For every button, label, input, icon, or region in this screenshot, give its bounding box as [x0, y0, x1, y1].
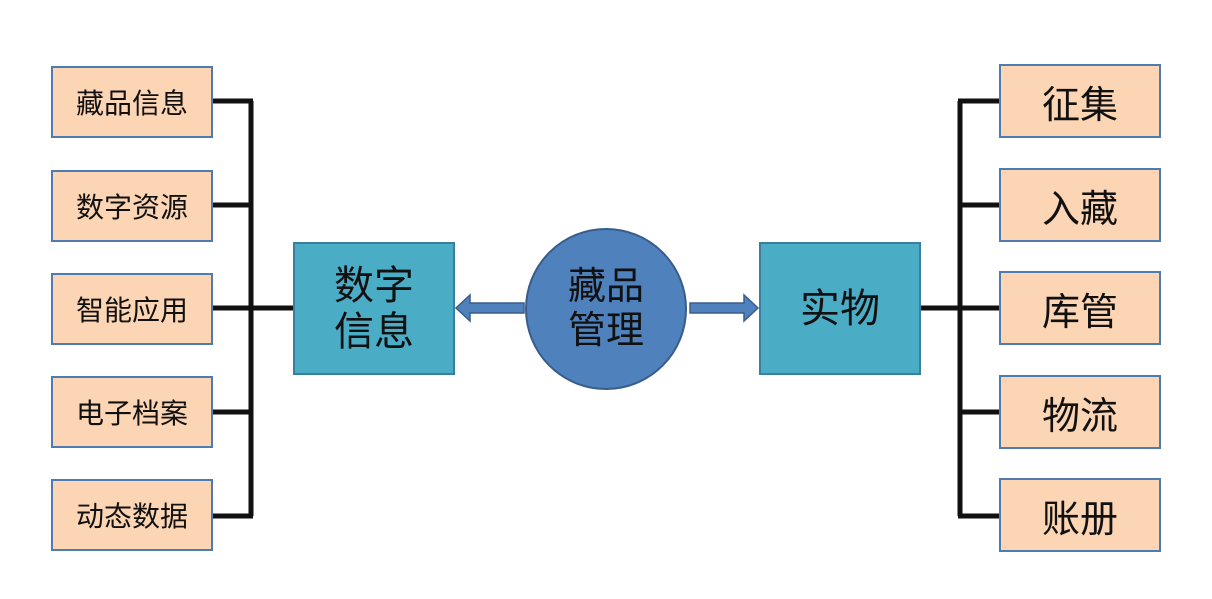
arrow-right-icon: [689, 293, 760, 323]
arrow-left-icon: [454, 293, 525, 323]
center-line-1: 藏品: [567, 264, 644, 309]
digital-item-1: 藏品信息: [51, 66, 213, 138]
digital-info-line-2: 信息: [334, 308, 414, 355]
physical-box: 实物: [759, 242, 921, 375]
center-line-2: 管理: [567, 308, 644, 352]
digital-item-5: 动态数据: [51, 479, 213, 551]
physical-item-2: 入藏: [999, 168, 1161, 242]
digital-info-box: 数字 信息: [293, 242, 455, 375]
digital-item-4: 电子档案: [51, 376, 213, 448]
digital-item-3: 智能应用: [51, 273, 213, 345]
digital-info-line-1: 数字: [334, 262, 414, 309]
physical-item-4: 物流: [999, 375, 1161, 449]
physical-item-1: 征集: [999, 64, 1161, 138]
physical-item-3: 库管: [999, 271, 1161, 345]
digital-item-2: 数字资源: [51, 170, 213, 242]
physical-item-5: 账册: [999, 478, 1161, 552]
collection-management-circle: 藏品 管理: [525, 228, 687, 390]
